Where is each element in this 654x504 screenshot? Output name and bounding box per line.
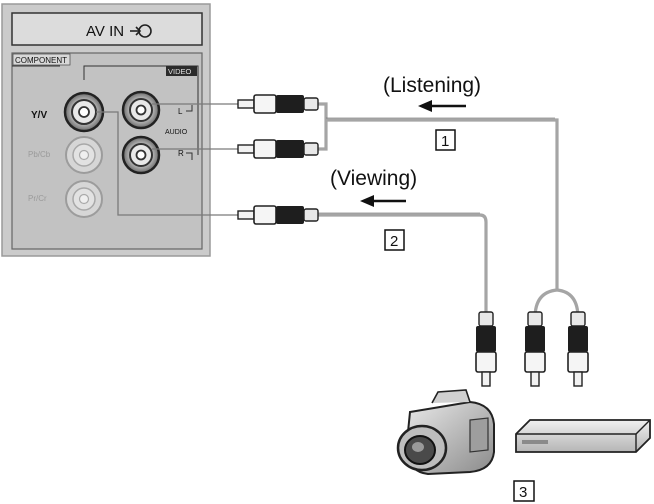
pb-cb-label: Pb/Cb <box>28 150 51 159</box>
l-label: L <box>178 107 183 116</box>
av-input-icon <box>130 24 152 38</box>
av-in-header <box>11 12 203 46</box>
rca-plug-camcorder-video <box>475 311 497 387</box>
rca-plug-device-audio-r <box>567 311 589 387</box>
r-label: R <box>178 149 184 158</box>
tv-rear-panel: AV IN COMPONENT VIDEO Y/V Pb/Cb Pr/Cr L … <box>1 3 211 257</box>
callout-2: 2 <box>390 233 398 250</box>
viewing-label: (Viewing) <box>330 167 417 190</box>
audio-cable-l <box>318 102 328 120</box>
jack-y-v <box>63 91 105 133</box>
jack-audio-r <box>121 135 161 175</box>
callout-3: 3 <box>519 484 527 501</box>
audio-cable-r <box>318 120 328 151</box>
callout-1: 1 <box>441 133 449 150</box>
pr-cr-label: Pr/Cr <box>28 194 47 203</box>
audio-cable-main <box>326 118 559 290</box>
av-in-label: AV IN <box>86 23 124 40</box>
component-label: COMPONENT <box>15 56 67 65</box>
callout-box-2: 2 <box>384 229 405 251</box>
audio-label: AUDIO <box>165 129 188 136</box>
jack-audio-l <box>121 90 161 130</box>
jack-pr-cr <box>65 180 103 218</box>
rca-plug-video <box>237 205 319 225</box>
left-arrow-icon <box>360 195 406 207</box>
jack-pb-cb <box>65 136 103 174</box>
video-label: VIDEO <box>168 67 192 76</box>
connector-panel <box>11 52 203 250</box>
rca-plug-audio-l <box>237 94 319 114</box>
rca-plug-audio-r <box>237 139 319 159</box>
listening-label: (Listening) <box>383 74 481 97</box>
jack-leader-lines <box>96 103 245 216</box>
y-v-label: Y/V <box>31 110 47 121</box>
camcorder-icon <box>396 389 495 476</box>
left-arrow-icon <box>418 100 466 112</box>
rca-plug-device-audio-l <box>524 311 546 387</box>
callout-box-1: 1 <box>435 129 456 151</box>
video-cable <box>318 213 488 318</box>
callout-box-3: 3 <box>513 480 535 502</box>
av-device-icon <box>515 419 651 453</box>
